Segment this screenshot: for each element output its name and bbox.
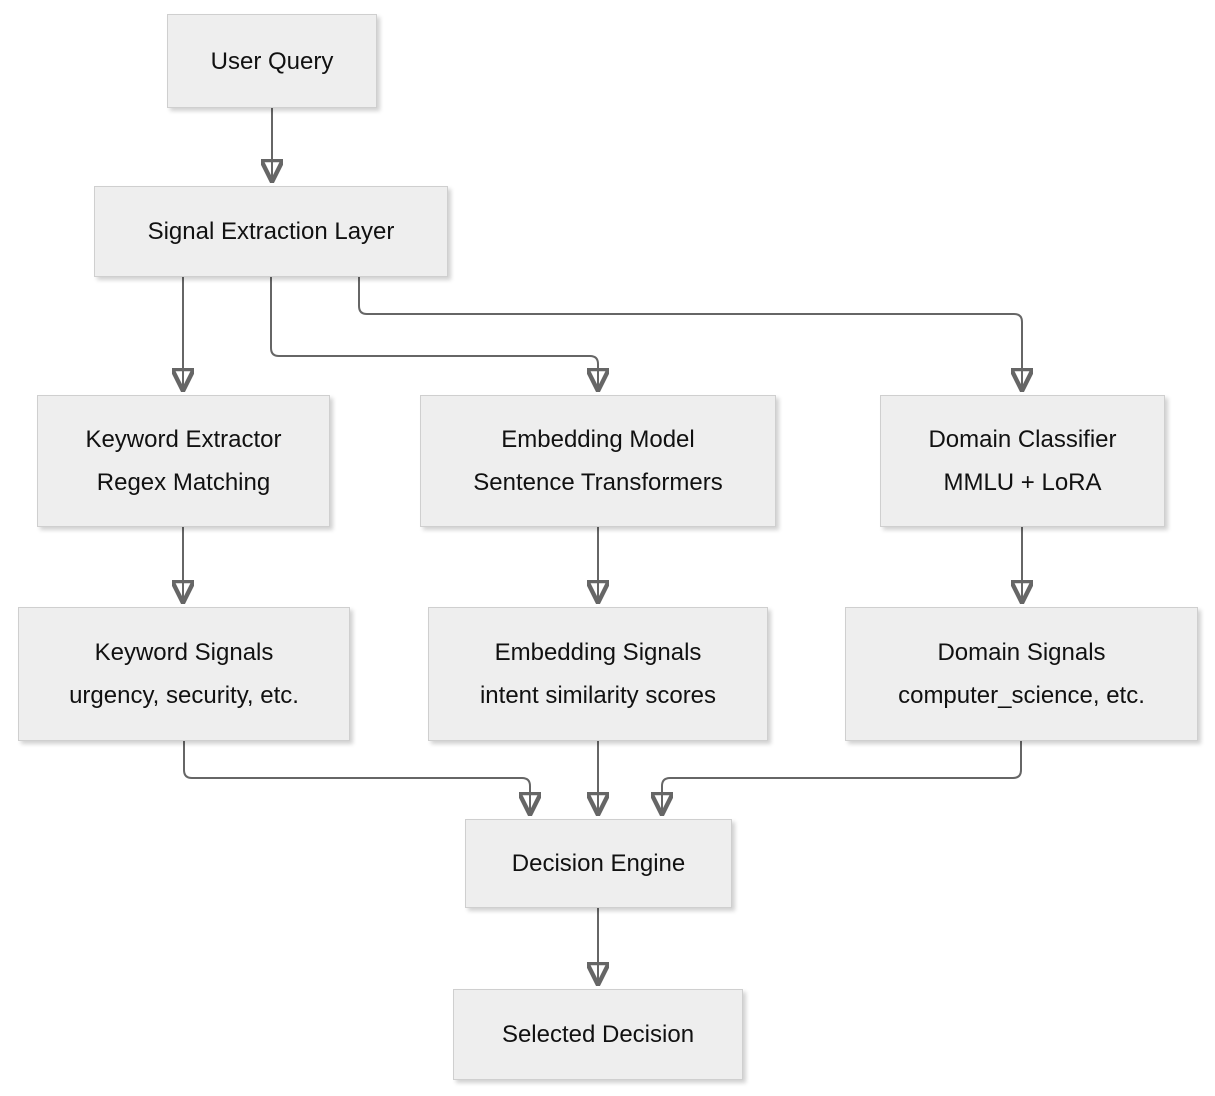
edge-keyword-signals-to-decision-engine: [183, 741, 530, 815]
node-title: Domain Classifier: [928, 426, 1117, 453]
node-title: Keyword Signals: [94, 639, 274, 666]
node-signal-extraction-layer: Signal Extraction Layer: [94, 186, 448, 277]
node-title: Keyword Extractor: [85, 426, 282, 453]
node-decision-engine: Decision Engine: [465, 819, 732, 908]
edge-domain-signals-to-decision-engine: [662, 741, 1022, 815]
node-keyword-extractor: Keyword Extractor Regex Matching: [37, 395, 330, 527]
node-title: Embedding Signals: [494, 639, 702, 666]
node-user-query: User Query: [167, 14, 377, 108]
node-title: User Query: [210, 47, 334, 75]
node-subtitle: intent similarity scores: [479, 682, 717, 709]
node-domain-classifier: Domain Classifier MMLU + LoRA: [880, 395, 1165, 527]
node-domain-signals: Domain Signals computer_science, etc.: [845, 607, 1198, 741]
edge-signal-extraction-to-embedding-model: [270, 277, 598, 391]
node-subtitle: computer_science, etc.: [898, 682, 1145, 709]
node-title: Embedding Model: [501, 426, 695, 453]
node-selected-decision: Selected Decision: [453, 989, 743, 1080]
node-subtitle: urgency, security, etc.: [69, 682, 299, 709]
node-title: Domain Signals: [937, 639, 1106, 666]
node-subtitle: MMLU + LoRA: [943, 469, 1102, 496]
node-subtitle: Sentence Transformers: [473, 469, 723, 496]
node-subtitle: Regex Matching: [96, 469, 271, 496]
node-keyword-signals: Keyword Signals urgency, security, etc.: [18, 607, 350, 741]
node-title: Selected Decision: [501, 1021, 695, 1048]
node-title: Signal Extraction Layer: [147, 218, 395, 245]
node-embedding-signals: Embedding Signals intent similarity scor…: [428, 607, 768, 741]
node-title: Decision Engine: [511, 850, 686, 877]
edge-signal-extraction-to-domain-classifier: [358, 277, 1022, 391]
node-embedding-model: Embedding Model Sentence Transformers: [420, 395, 776, 527]
